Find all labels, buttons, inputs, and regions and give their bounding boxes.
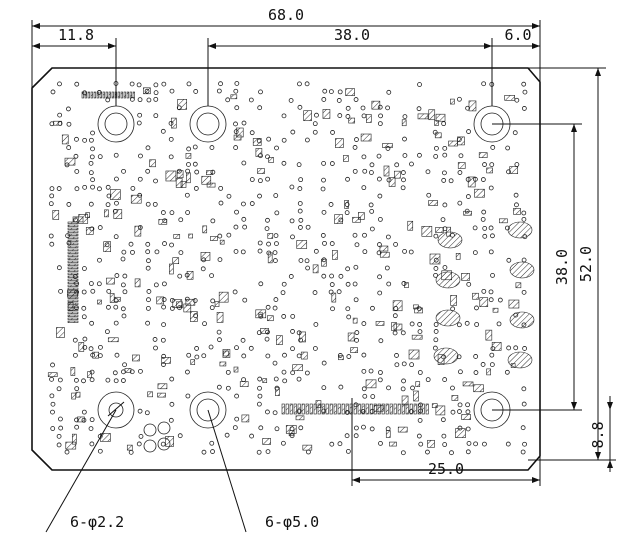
callout-small-holes: 6-φ2.2	[70, 513, 124, 531]
board-outline	[31, 67, 541, 471]
dimension-lines	[32, 23, 613, 483]
dim-left-offset: 11.8	[58, 26, 94, 44]
callout-large-holes: 6-φ5.0	[265, 513, 319, 531]
mounting-hole-bottom-middle	[189, 391, 227, 429]
dim-vertical-hole-spacing: 38.0	[553, 249, 571, 285]
dim-bottom-offset: 8.8	[589, 421, 607, 448]
board-components	[47, 81, 535, 456]
mounting-hole-bottom-left	[97, 391, 135, 429]
dim-overall-width: 68.0	[268, 6, 304, 24]
extension-lines	[31, 20, 616, 486]
dim-bottom-hole-distance: 25.0	[428, 460, 464, 478]
dim-hole-spacing: 38.0	[334, 26, 370, 44]
leader-lines	[45, 409, 247, 533]
dim-overall-height: 52.0	[577, 246, 595, 282]
dim-right-offset: 6.0	[504, 26, 531, 44]
